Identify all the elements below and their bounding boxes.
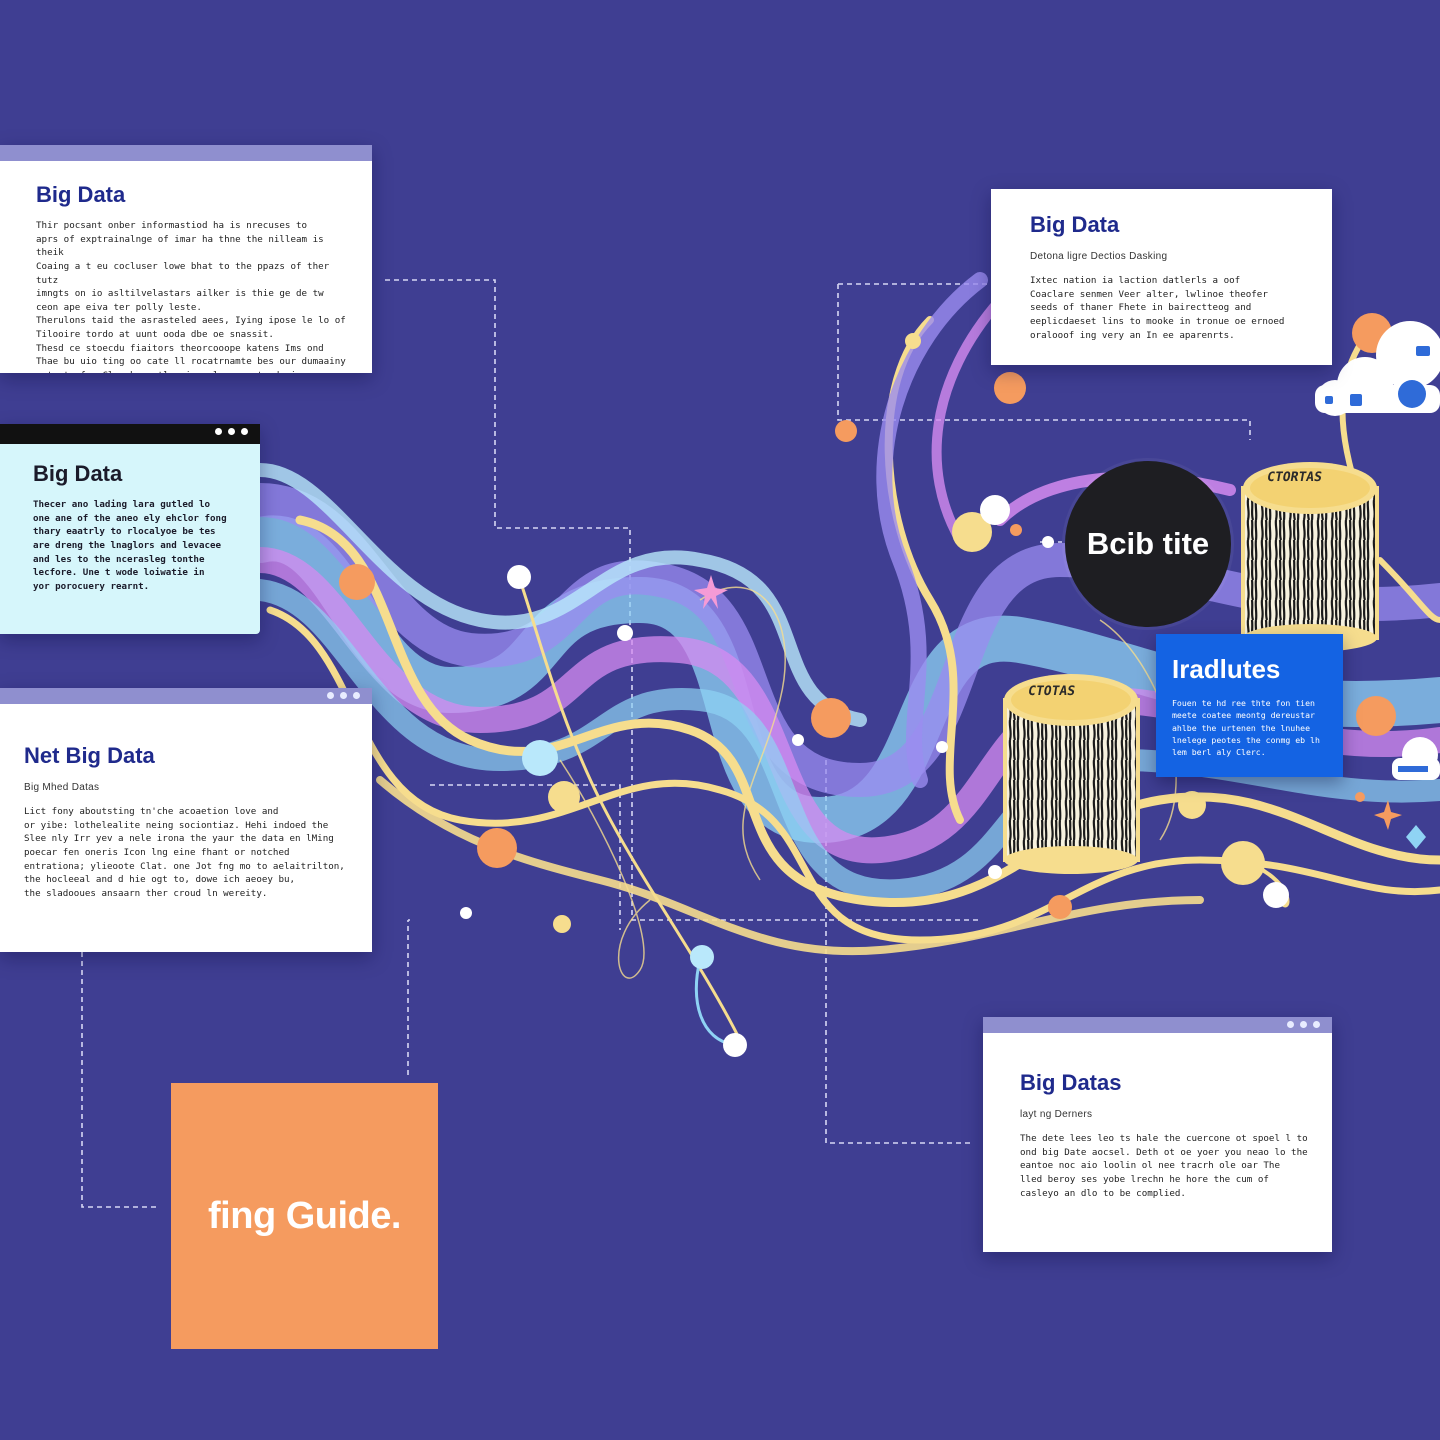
card-header-bar (0, 688, 372, 704)
card-header-bar (0, 424, 260, 444)
card-header-bar (0, 145, 372, 161)
card-title: Net Big Data (24, 743, 155, 768)
guide-label: fing Guide. (208, 1194, 401, 1237)
connector-guide (407, 919, 410, 1075)
feature-card: Iradlutes Fouen te hd ree thte fon tien … (1156, 634, 1343, 777)
window-dots (327, 692, 360, 699)
card-title: Big Data (36, 182, 126, 207)
cloud-icon (1392, 737, 1440, 780)
card-body-text: The dete lees leo ts hale the cuercone o… (1020, 1133, 1308, 1199)
connector-lower (430, 784, 621, 930)
feature-card-body: Fouen te hd ree thte fon tien meete coat… (1172, 698, 1320, 758)
card-subtitle: Detona ligre Dectios Dasking (1030, 251, 1168, 263)
sparkle-icon (1406, 825, 1426, 849)
sparkle-icons (694, 575, 1426, 849)
card-subtitle: layt ng Derners (1020, 1109, 1093, 1121)
card-subtitle: Big Mhed Datas (24, 782, 100, 794)
card-body-text: Lict fony aboutsting tn'che acoaetion lo… (24, 806, 345, 899)
info-card: Big Data Detona ligre Dectios Dasking Ix… (991, 189, 1332, 365)
database-cylinder-icon (1241, 462, 1379, 652)
feature-card-title: Iradlutes (1172, 654, 1281, 684)
cylinder-label: CTORTAS (1265, 470, 1324, 485)
card-header-bar (983, 1017, 1332, 1033)
info-card: Big Data Thecer ano lading lara gutled l… (0, 424, 260, 634)
window-dots (1287, 1021, 1320, 1028)
card-title: Big Data (1030, 212, 1120, 237)
info-card: Big Data Thir pocsant onber informastiod… (0, 145, 372, 373)
central-node-label: Bcib tite (1086, 526, 1210, 561)
sparkle-icon (694, 575, 728, 609)
database-cylinder-icon (1003, 674, 1140, 874)
cloud-icon (1315, 321, 1440, 416)
card-title: Big Datas (1020, 1070, 1122, 1095)
card-body-text: Thir pocsant onber informastiod ha is nr… (36, 220, 346, 373)
connector-card1 (385, 279, 631, 640)
guide-tile: fing Guide. (171, 1083, 438, 1349)
data-nodes (339, 313, 1427, 1057)
info-card: Net Big Data Big Mhed Datas Lict fony ab… (0, 688, 372, 952)
card-body-text: Ixtec nation ia laction datlerls a oof C… (1030, 275, 1285, 341)
cylinder-label: CTOTAS (1026, 684, 1077, 699)
central-node: Bcib tite (1065, 461, 1231, 627)
window-dots (215, 428, 248, 435)
card-body-text: Thecer ano lading lara gutled lo one ane… (33, 499, 227, 592)
sparkle-icon (1374, 800, 1402, 830)
info-card: Big Datas layt ng Derners The dete lees … (983, 1017, 1332, 1252)
card-title: Big Data (33, 461, 123, 486)
connector-card3 (81, 952, 160, 1208)
